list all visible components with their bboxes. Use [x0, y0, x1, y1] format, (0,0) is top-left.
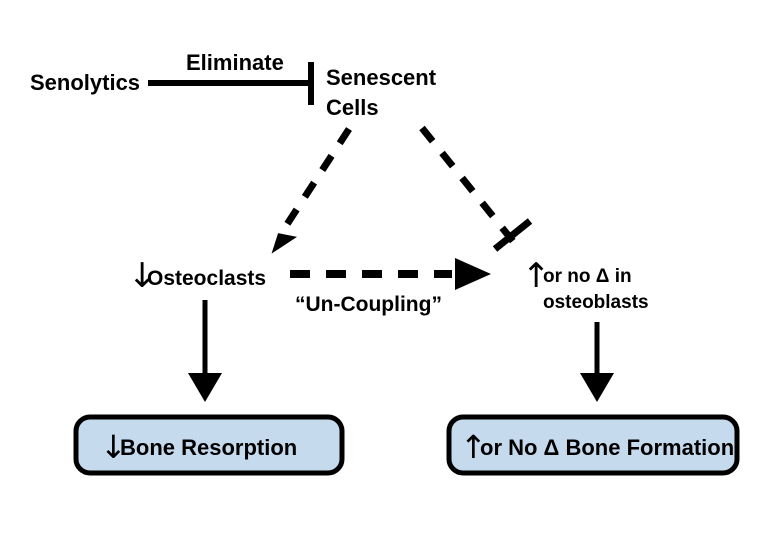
node-senolytics-label: Senolytics — [30, 70, 140, 95]
edge-cells-to-osteoblasts-inhibition-tbar-icon — [492, 218, 533, 252]
box-bone-resorption — [73, 414, 345, 476]
osteoblasts-up-arrow-glyph: ↑ — [522, 256, 551, 296]
node-senescent-cells-line1: Senescent — [326, 65, 437, 90]
box-bone-formation — [446, 414, 740, 476]
edge-cells-to-osteoclasts-line — [279, 127, 352, 234]
node-osteoblasts-line2: osteoblasts — [543, 292, 649, 313]
bone-resorption-down-arrow-glyph: ↓ — [100, 428, 127, 466]
edge-cells-to-osteoblasts-line — [419, 125, 523, 253]
edge-uncoupling-label: “Un-Coupling” — [295, 293, 442, 316]
box-bone-resorption-label: Bone Resorption — [120, 435, 297, 460]
box-bone-formation-label: or No Δ Bone Formation — [480, 435, 734, 460]
edge-eliminate-label: Eliminate — [186, 50, 284, 75]
edge-osteoblasts-to-formation-arrowhead-icon — [580, 373, 614, 402]
bone-formation-up-arrow-glyph: ↑ — [460, 428, 487, 466]
edge-uncoupling-arrowhead-icon — [455, 258, 491, 290]
node-senescent-cells-line2: Cells — [326, 95, 379, 120]
node-osteoclasts-label: Osteoclasts — [147, 267, 266, 290]
node-osteoblasts-line1: or no Δ in — [543, 266, 632, 287]
edge-cells-to-osteoclasts-arrowhead-icon — [271, 233, 298, 254]
osteoclasts-down-arrow-glyph: ↓ — [128, 256, 157, 296]
edge-osteoclasts-to-resorption-arrowhead-icon — [188, 373, 222, 402]
